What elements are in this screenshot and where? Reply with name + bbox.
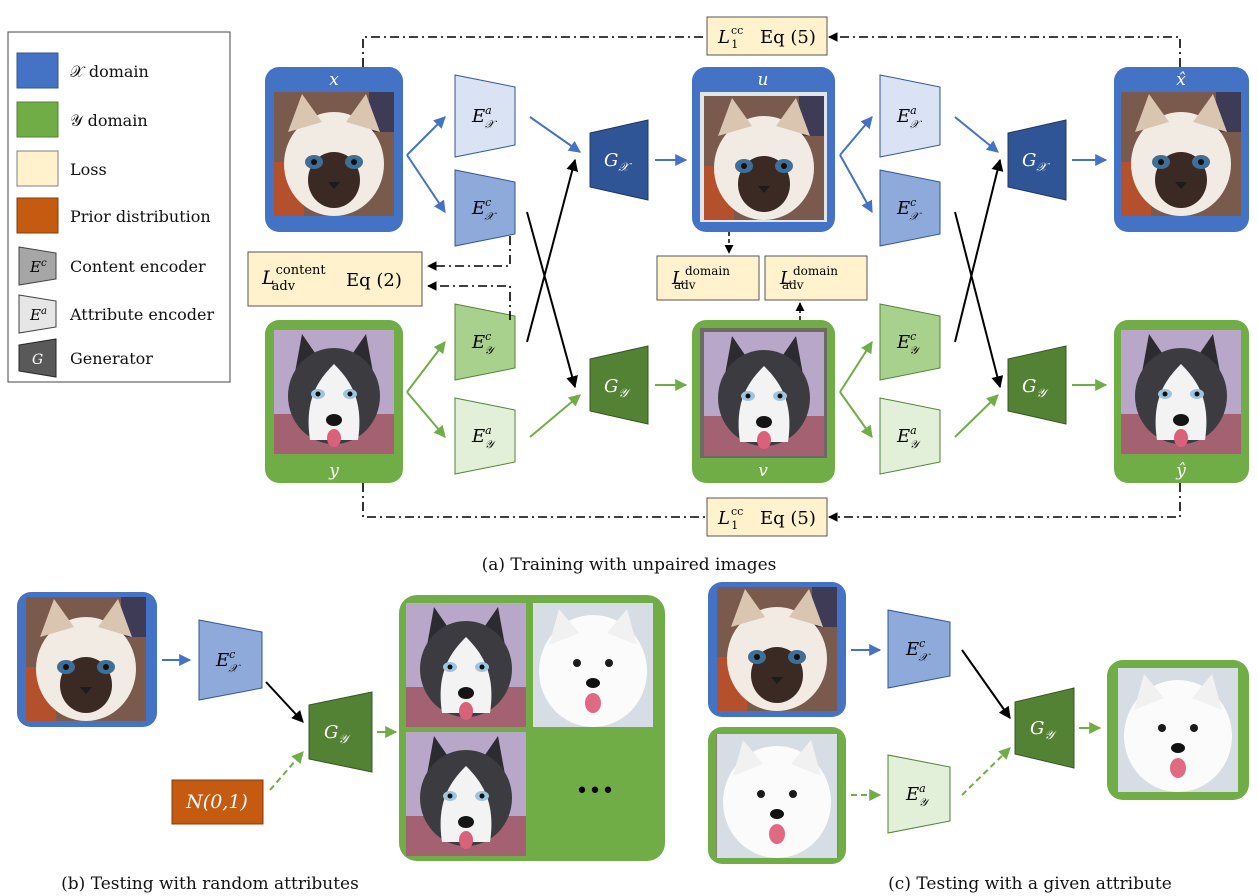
output-grid-b: ••• [399, 595, 665, 861]
arrow-attr-to-gy-c [961, 747, 1011, 796]
output-sample-3 [406, 732, 526, 856]
generator-y-c: G𝒴 [1014, 687, 1075, 769]
legend-prior-swatch [16, 197, 59, 234]
legend: 𝒳 domain 𝒴 domain Loss Prior distributio… [7, 31, 231, 383]
legend-generator-icon [18, 338, 57, 378]
arrows-u-to-encoders [839, 116, 873, 214]
image-v: v [692, 320, 835, 483]
svg-text:ŷ: ŷ [1175, 461, 1186, 481]
legend-content-encoder-icon [18, 246, 57, 286]
arrow-attrx-to-gx [529, 116, 581, 153]
cc-loop-bottom [362, 483, 1181, 522]
arrow-content-to-gy-b [265, 681, 304, 723]
svg-text:Eq (5): Eq (5) [760, 27, 816, 48]
legend-content-label: Content encoder [70, 257, 206, 276]
arrow-contentx-to-gy [526, 211, 578, 389]
legend-generator-label: Generator [70, 349, 153, 368]
output-sample-1 [406, 603, 526, 727]
generator-y1: G𝒴 [589, 345, 649, 425]
caption-c: (c) Testing with a given attribute [888, 874, 1172, 894]
image-x-c [708, 582, 846, 717]
svg-text:x: x [329, 70, 339, 90]
svg-text:Ea: Ea [29, 306, 47, 324]
svg-text:Eq (5): Eq (5) [760, 508, 816, 529]
legend-prior-label: Prior distribution [70, 207, 211, 226]
output-sample-2 [533, 603, 653, 727]
generator-y2: G𝒴 [1007, 345, 1067, 425]
legend-x-label: 𝒳 domain [70, 62, 149, 81]
svg-text:u: u [758, 70, 769, 90]
generator-y-b: G𝒴 [308, 691, 373, 773]
svg-text:Eq (2): Eq (2) [346, 270, 402, 291]
image-x-hat: x̂ [1114, 67, 1249, 232]
arrow-contentx2-to-gy2 [954, 211, 1004, 389]
image-x-b [17, 592, 157, 727]
arrows-v-to-encoders [839, 340, 873, 438]
svg-text:x̂: x̂ [1176, 70, 1186, 90]
legend-loss-label: Loss [70, 160, 107, 179]
image-y-hat: ŷ [1114, 320, 1249, 483]
arrow-contenty2-to-gx2 [954, 158, 1004, 343]
legend-y-label: 𝒴 domain [70, 111, 148, 130]
arrow-attrx2-to-gx2 [954, 116, 999, 153]
image-y: y [265, 320, 403, 483]
legend-attribute-label: Attribute encoder [69, 305, 215, 324]
generator-x1: G𝒳 [589, 119, 649, 201]
output-image-c [1107, 660, 1249, 800]
more-samples-ellipsis: ••• [576, 779, 615, 804]
arrow-attry2-to-gy2 [954, 394, 999, 438]
image-x: x [265, 67, 403, 232]
arrow-contenty-to-gx [526, 158, 579, 343]
image-y-attr-c [708, 727, 846, 864]
arrow-prior-to-gy-b [269, 751, 304, 791]
generator-x2: G𝒳 [1007, 119, 1067, 201]
arrows-x-to-encoders [406, 116, 446, 213]
prior-box: N(0,1) [171, 779, 264, 825]
svg-text:G: G [32, 352, 43, 368]
caption-a: (a) Training with unpaired images [482, 555, 777, 575]
svg-text:Ec: Ec [29, 258, 47, 276]
svg-text:v: v [758, 461, 768, 481]
legend-loss-swatch [16, 150, 59, 187]
arrow-content-to-gy-c [961, 649, 1011, 719]
image-u: u [692, 67, 835, 232]
caption-b: (b) Testing with random attributes [61, 874, 359, 894]
arrows-y-to-encoders [406, 341, 446, 438]
arrows-to-content-loss [427, 236, 511, 320]
svg-text:y: y [328, 461, 339, 481]
legend-x-swatch [16, 52, 59, 89]
legend-attribute-encoder-icon [18, 294, 57, 334]
arrow-attry-to-gy [529, 394, 581, 438]
legend-y-swatch [16, 101, 59, 138]
svg-text:N(0,1): N(0,1) [185, 791, 248, 813]
